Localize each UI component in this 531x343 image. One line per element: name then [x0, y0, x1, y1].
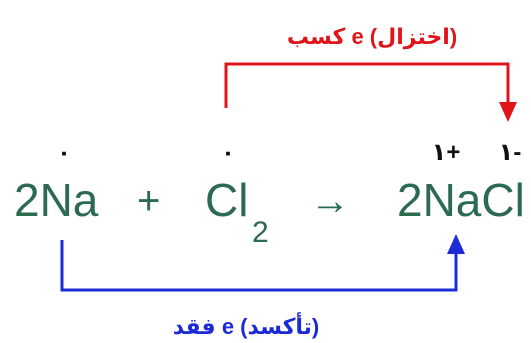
loss-electron-bracket: [60, 234, 465, 292]
cl-product-charge: ١-: [499, 139, 522, 166]
plus-sign: +: [137, 179, 160, 223]
loss-arrowhead: [447, 234, 465, 254]
product-sodium-chloride: 2NaCl: [397, 174, 525, 226]
na-oxidation-state: ٠: [57, 140, 70, 165]
gain-electron-bracket: [224, 62, 517, 122]
loss-label: فقد e (تأكسد): [173, 311, 320, 339]
chlorine-subscript: 2: [252, 216, 269, 249]
reaction-arrow: →: [310, 179, 350, 223]
gain-label: كسب e (اختزال): [287, 24, 457, 50]
reactant-chlorine: Cl: [205, 174, 248, 226]
gain-arrowhead: [499, 102, 517, 122]
na-product-charge: ١+: [432, 139, 461, 166]
loss-bracket-line: [60, 240, 458, 292]
gain-bracket-line: [224, 62, 510, 108]
reactant-sodium: 2Na: [14, 174, 99, 226]
cl-oxidation-state: ٠: [221, 140, 234, 165]
